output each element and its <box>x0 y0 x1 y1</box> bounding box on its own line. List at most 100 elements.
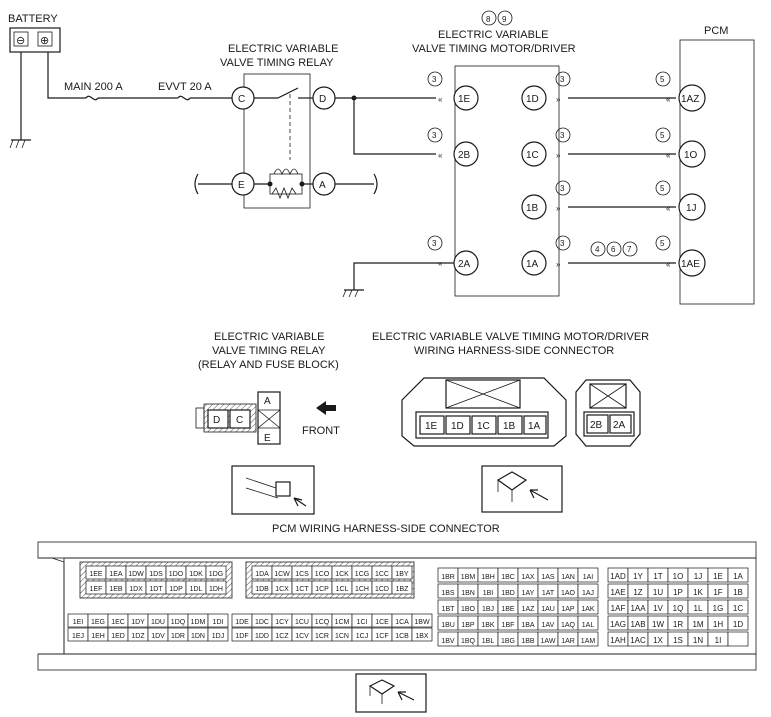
pcm-pin-label: 1BR <box>441 574 455 581</box>
relay-connector: ELECTRIC VARIABLE VALVE TIMING RELAY (RE… <box>195 331 340 445</box>
motor-pin-2b: 3 « 2B <box>427 127 479 167</box>
svg-text:«: « <box>438 151 443 160</box>
pcm-pin-label: 1BG <box>501 638 515 645</box>
pcm-pin-label: 1N <box>693 636 703 645</box>
relay-terminal-d: D <box>319 94 326 105</box>
pcm-pin-label: 1BU <box>441 622 455 629</box>
pcm-pin-label: 1BF <box>502 622 515 629</box>
pcm-pin-cell <box>411 613 433 628</box>
pcm-pin-label: 1DB <box>255 586 269 593</box>
relay: ELECTRIC VARIABLE VALVE TIMING RELAY C D… <box>194 43 378 209</box>
pcm-pin-label: 1M <box>692 620 703 629</box>
pcm-pin-label: 1W <box>652 620 664 629</box>
pcm-pin-label: 1BT <box>442 606 456 613</box>
pcm-pin-label: 1AS <box>541 574 555 581</box>
svg-text:7: 7 <box>627 245 632 254</box>
motor-connector-pins: 1E 1D 1C 1B 1A <box>419 415 547 435</box>
relay-title-1: ELECTRIC VARIABLE <box>228 43 338 55</box>
pcm-pin-label: 1CI <box>357 619 368 626</box>
pcm-pin-1az: 5 « 1AZ <box>655 71 706 112</box>
svg-text:«: « <box>666 151 671 160</box>
svg-text:1C: 1C <box>477 421 490 432</box>
pcm-pin-label: 1DU <box>151 619 165 626</box>
motor-driver: 8 9 ELECTRIC VARIABLE VALVE TIMING MOTOR… <box>342 10 576 298</box>
pcm-pin-label: 1DP <box>169 586 183 593</box>
pcm-pin-label: 1BL <box>482 638 495 645</box>
pcm-pin-label: 1CC <box>375 571 389 578</box>
svg-text:3: 3 <box>560 239 565 248</box>
pcm-pin-label: 1BK <box>481 622 495 629</box>
ground-icon <box>342 289 364 298</box>
pcm-pin-label: 1BN <box>461 590 475 597</box>
pcm-pin-label: 1CH <box>355 586 369 593</box>
pcm-pin-cell <box>727 599 749 615</box>
pcm-pin-label: 1EJ <box>72 633 84 640</box>
motor-pin-1b: 1B 3 » <box>521 180 571 220</box>
svg-text:«: « <box>666 260 671 269</box>
pcm-pin-label: 1K <box>693 588 703 597</box>
pcm-pin-label: 1CP <box>315 586 329 593</box>
pcm-pin-label: 1DZ <box>131 633 145 640</box>
svg-text:5: 5 <box>660 131 665 140</box>
pcm-pin-label: 1Z <box>633 588 642 597</box>
svg-text:1A: 1A <box>528 421 541 432</box>
svg-text:3: 3 <box>560 131 565 140</box>
motor-pin-1c: 1C 3 » <box>521 127 571 167</box>
pcm-pin-label: 1DQ <box>171 619 186 626</box>
pcm-pin-label: 1BV <box>441 638 455 645</box>
svg-text:5: 5 <box>660 239 665 248</box>
pcm-pin-label: 1P <box>673 588 683 597</box>
pcm-title: PCM <box>704 25 728 37</box>
pcm-pin-label: 1CF <box>375 633 388 640</box>
pcm-pin-label: 1CT <box>295 586 309 593</box>
pcm-pin-label: 1BJ <box>482 606 494 613</box>
pcm-pin-label: 1BD <box>501 590 515 597</box>
pcm-pin-cell <box>577 631 599 647</box>
pcm-pin-label: 1DF <box>235 633 248 640</box>
svg-text:A: A <box>264 396 271 407</box>
svg-text:1O: 1O <box>684 150 698 161</box>
svg-text:»: » <box>556 204 561 213</box>
pcm-pin-label: 1CA <box>395 619 409 626</box>
svg-text:6: 6 <box>611 245 616 254</box>
pcm-pin-label: 1AQ <box>561 622 576 629</box>
svg-text:»: » <box>556 151 561 160</box>
svg-text:ELECTRIC VARIABLE VALVE TIMING: ELECTRIC VARIABLE VALVE TIMING MOTOR/DRI… <box>372 331 649 343</box>
pcm-pin-label: 1AG <box>610 620 626 629</box>
motor-pin-1e: 3 « 1E <box>427 71 479 111</box>
pcm-pin-cell <box>207 613 229 628</box>
svg-text:1D: 1D <box>451 421 464 432</box>
pcm-pin-label: 1AF <box>611 604 626 613</box>
pcm-pin-cell <box>577 583 599 599</box>
pcm-pin-label: 1CY <box>275 619 289 626</box>
pcm-pin-label: 1CS <box>295 571 309 578</box>
pcm-pin-cell <box>727 615 749 631</box>
pcm-pin-label: 1AZ <box>522 606 536 613</box>
fuse-evvt-label: EVVT 20 A <box>158 81 212 93</box>
pcm-pin-label: 1L <box>694 604 703 613</box>
pcm-pin-label: 1CU <box>295 619 309 626</box>
pcm-pin-label: 1AN <box>561 574 575 581</box>
pcm-pin-label: 1CG <box>355 571 369 578</box>
battery-positive-icon: ⊕ <box>40 35 49 47</box>
pcm-pin-label: 1BP <box>461 622 475 629</box>
svg-text:1AE: 1AE <box>681 259 700 270</box>
pcm-pin-label: 1DK <box>189 571 203 578</box>
pcm-pin-label: 1AY <box>522 590 535 597</box>
pcm-pin-label: 1DM <box>191 619 206 626</box>
svg-text:WIRING HARNESS-SIDE CONNECTOR: WIRING HARNESS-SIDE CONNECTOR <box>414 345 614 357</box>
pcm-pin-label: 1DC <box>255 619 269 626</box>
pcm-pin-label: 1DW <box>128 571 144 578</box>
pcm-pin-label: 1AM <box>581 638 596 645</box>
svg-text:VALVE TIMING RELAY: VALVE TIMING RELAY <box>212 345 326 357</box>
pcm-pin-label: 1ED <box>111 633 125 640</box>
motor-pin-1a: 1A 3 » <box>521 235 571 276</box>
pcm-pin-label: 1DN <box>191 633 205 640</box>
pcm-pin-label: 1DL <box>190 586 203 593</box>
pcm-pin-cell <box>207 627 229 642</box>
pcm-pin-label: 1A <box>733 572 743 581</box>
pcm-pin-label: 1AW <box>541 638 556 645</box>
svg-text:«: « <box>666 95 671 104</box>
